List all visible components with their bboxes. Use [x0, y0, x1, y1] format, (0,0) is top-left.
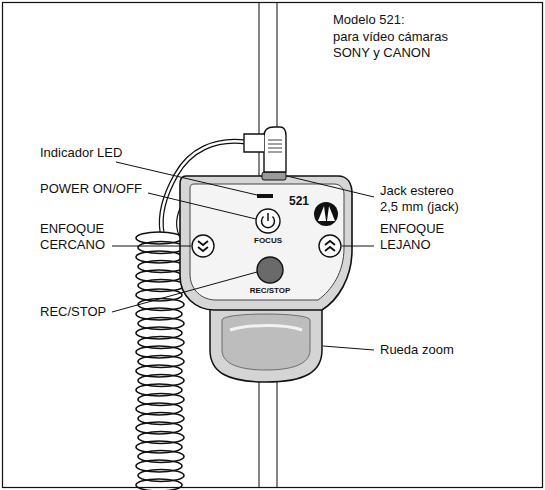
leader-lines — [112, 162, 374, 350]
callout-label: Modelo 521: — [333, 12, 405, 28]
device-marking: FOCUS — [254, 236, 282, 246]
wheel-highlight — [230, 326, 302, 331]
coiled-cord — [136, 232, 184, 490]
device-marking: REC/STOP — [250, 286, 291, 296]
callout-label: Indicador LED — [40, 145, 122, 161]
brand-logo — [318, 206, 335, 221]
led-indicator — [257, 194, 273, 198]
frame — [3, 3, 543, 488]
focus-near-button — [192, 235, 214, 257]
callout-label: ENFOQUE CERCANO — [40, 221, 125, 254]
device-marking: 521 — [289, 194, 309, 209]
remote-housing — [180, 176, 352, 310]
plug-grip — [268, 140, 282, 152]
callout-label: ENFOQUE LEJANO — [380, 221, 465, 254]
callout-label: Rueda zoom — [380, 342, 454, 358]
plug — [244, 134, 264, 152]
callout-label: REC/STOP — [40, 304, 106, 320]
focus-far-button — [319, 235, 341, 257]
plug — [264, 127, 286, 172]
face-panel — [190, 184, 344, 300]
power-symbol — [267, 213, 269, 221]
zoom-wheel — [222, 314, 310, 370]
callout-label: POWER ON/OFF — [40, 181, 142, 197]
jack-socket — [262, 172, 286, 180]
chevron-up — [325, 241, 335, 251]
chevron-down — [198, 241, 208, 251]
rec-stop-button — [257, 257, 283, 283]
callout-label: Jack estereo 2,5 mm (jack) — [380, 183, 468, 216]
brand-logo — [314, 202, 338, 226]
power-button — [256, 209, 280, 233]
callout-label: para vídeo cámaras SONY y CANON — [333, 29, 458, 62]
coil-turn — [136, 479, 182, 490]
